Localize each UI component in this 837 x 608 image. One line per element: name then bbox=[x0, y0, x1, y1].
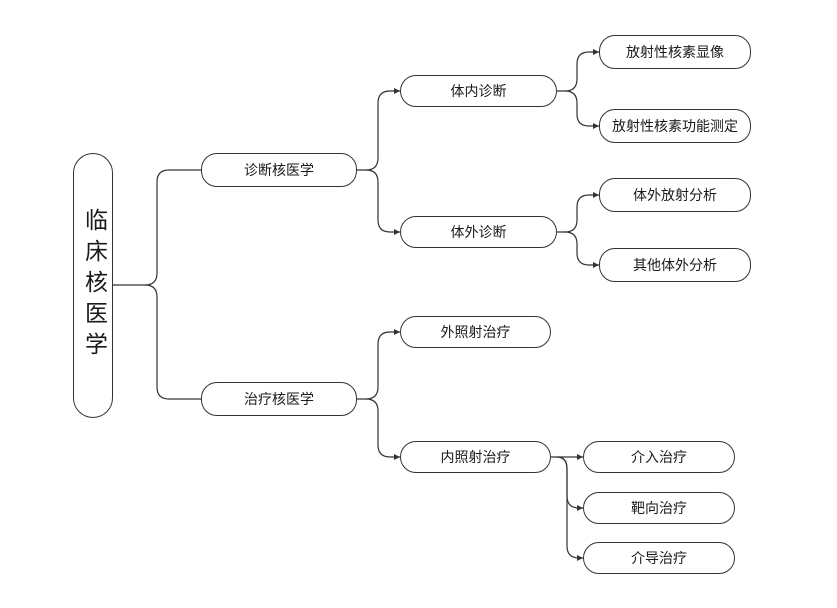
node-guided[interactable]: 介导治疗 bbox=[583, 542, 735, 574]
connector-invitro-radio bbox=[557, 194, 599, 233]
root-node[interactable]: 临床核医学 bbox=[73, 153, 113, 418]
connector-invivo-imaging bbox=[557, 51, 599, 92]
node-radio-analysis[interactable]: 体外放射分析 bbox=[599, 178, 751, 212]
arrowhead-therapy-external bbox=[394, 329, 400, 335]
root-label: 临床核医学 bbox=[80, 208, 107, 363]
connector-therapy-internal bbox=[365, 398, 400, 458]
connector-therapy-external bbox=[357, 331, 400, 400]
node-function-test[interactable]: 放射性核素功能测定 bbox=[599, 109, 751, 143]
arrowhead-invitro-other bbox=[593, 262, 599, 268]
node-therapy[interactable]: 治疗核医学 bbox=[201, 382, 357, 416]
connector-internal-targeted bbox=[556, 456, 583, 509]
node-internal-therapy-label: 内照射治疗 bbox=[440, 450, 511, 466]
connector-root-diagnosis bbox=[113, 169, 201, 286]
node-therapy-label: 治疗核医学 bbox=[244, 392, 314, 408]
node-in-vivo[interactable]: 体内诊断 bbox=[400, 75, 557, 107]
node-external-therapy-label: 外照射治疗 bbox=[440, 325, 511, 341]
connector-invivo-function bbox=[564, 90, 599, 127]
arrowhead-internal-guided bbox=[577, 555, 583, 561]
node-external-therapy[interactable]: 外照射治疗 bbox=[400, 316, 551, 348]
node-targeted-label: 靶向治疗 bbox=[631, 501, 687, 517]
arrowhead-internal-targeted bbox=[577, 505, 583, 511]
node-imaging[interactable]: 放射性核素显像 bbox=[599, 35, 751, 69]
node-internal-therapy[interactable]: 内照射治疗 bbox=[400, 441, 551, 473]
arrowhead-invivo-function bbox=[593, 123, 599, 129]
node-in-vitro[interactable]: 体外诊断 bbox=[400, 216, 557, 248]
arrowhead-invivo-imaging bbox=[593, 49, 599, 55]
arrowhead-internal-interventional bbox=[577, 454, 583, 460]
node-radio-analysis-label: 体外放射分析 bbox=[633, 188, 717, 204]
node-imaging-label: 放射性核素显像 bbox=[626, 45, 724, 61]
node-diagnosis[interactable]: 诊断核医学 bbox=[201, 153, 357, 187]
node-diagnosis-label: 诊断核医学 bbox=[244, 163, 314, 179]
arrowhead-therapy-internal bbox=[394, 454, 400, 460]
arrowhead-diagnosis-invivo bbox=[394, 88, 400, 94]
connector-invitro-other bbox=[564, 231, 599, 266]
node-interventional-label: 介入治疗 bbox=[631, 450, 687, 466]
arrowhead-diagnosis-invitro bbox=[394, 229, 400, 235]
connector-internal-guided bbox=[556, 456, 583, 559]
arrowhead-invitro-radio bbox=[593, 192, 599, 198]
connector-diagnosis-invitro bbox=[365, 169, 400, 233]
connector-root-therapy bbox=[144, 284, 201, 400]
node-other-analysis[interactable]: 其他体外分析 bbox=[599, 248, 751, 282]
node-guided-label: 介导治疗 bbox=[631, 551, 687, 567]
node-in-vivo-label: 体内诊断 bbox=[450, 84, 507, 100]
node-targeted[interactable]: 靶向治疗 bbox=[583, 492, 735, 524]
node-in-vitro-label: 体外诊断 bbox=[450, 225, 507, 241]
node-interventional[interactable]: 介入治疗 bbox=[583, 441, 735, 473]
connector-diagnosis-invivo bbox=[357, 90, 400, 171]
node-function-test-label: 放射性核素功能测定 bbox=[612, 119, 738, 135]
node-other-analysis-label: 其他体外分析 bbox=[633, 258, 717, 274]
